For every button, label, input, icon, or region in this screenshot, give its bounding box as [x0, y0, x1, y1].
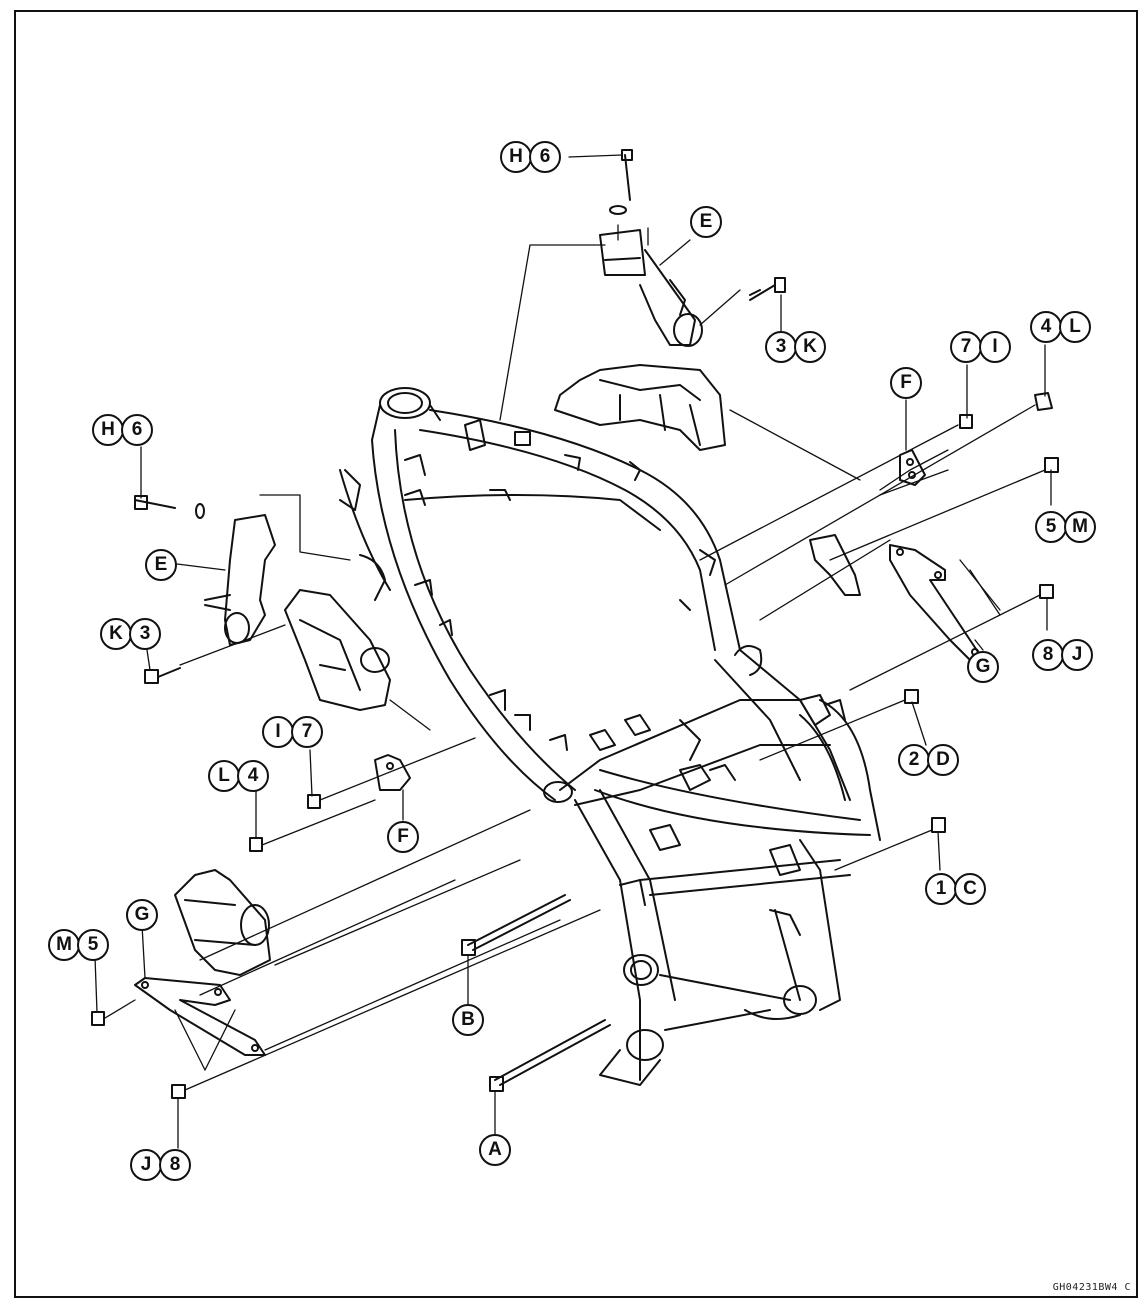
callout-letter: H	[92, 414, 124, 446]
callout-letter: A	[479, 1134, 511, 1166]
callout-letter: B	[452, 1004, 484, 1036]
callout-e-left: E	[145, 548, 177, 582]
callout-number: 7	[291, 716, 323, 748]
main-frame	[339, 387, 881, 1086]
callout-c1: 1 C	[925, 872, 986, 906]
callout-i7-left: I 7	[262, 715, 323, 749]
callout-number: 7	[950, 331, 982, 363]
through-bolts	[461, 894, 611, 1092]
callout-number: 5	[77, 929, 109, 961]
callout-i7-right: 7 I	[950, 330, 1011, 364]
callout-number: 3	[129, 618, 161, 650]
callout-letter: E	[690, 206, 722, 238]
callout-number: 6	[529, 141, 561, 173]
left-brackets	[91, 494, 601, 1099]
diagram-frame	[14, 10, 1138, 1298]
callout-h6-top: H 6	[500, 140, 561, 174]
callout-letter: J	[130, 1149, 162, 1181]
callout-letter: H	[500, 141, 532, 173]
callout-f-right: F	[890, 366, 922, 400]
callout-m5-left: M 5	[48, 928, 109, 962]
callout-b: B	[452, 1003, 484, 1037]
callout-h6-left: H 6	[92, 413, 153, 447]
callout-number: 8	[159, 1149, 191, 1181]
figure-code: GH04231BW4 C	[1052, 1282, 1131, 1293]
right-brackets	[699, 392, 1059, 871]
callout-letter: L	[208, 760, 240, 792]
callout-letter: K	[100, 618, 132, 650]
callout-letter: G	[967, 651, 999, 683]
callout-letter: K	[794, 331, 826, 363]
callout-number: 2	[898, 744, 930, 776]
callout-f-left: F	[387, 820, 419, 854]
callout-letter: E	[145, 549, 177, 581]
callout-e-top: E	[690, 205, 722, 239]
callout-number: 3	[765, 331, 797, 363]
callout-letter: D	[927, 744, 959, 776]
callout-letter: L	[1059, 311, 1091, 343]
callout-number: 4	[237, 760, 269, 792]
callout-letter: F	[387, 821, 419, 853]
callout-j8-right: 8 J	[1032, 638, 1093, 672]
callout-g-left: G	[126, 898, 158, 932]
callout-number: 4	[1030, 311, 1062, 343]
callout-k3-top: 3 K	[765, 330, 826, 364]
callout-l4-left: L 4	[208, 759, 269, 793]
callout-letter: C	[954, 873, 986, 905]
callout-letter: F	[890, 367, 922, 399]
callout-letter: I	[262, 716, 294, 748]
callout-number: 8	[1032, 639, 1064, 671]
callout-letter: J	[1061, 639, 1093, 671]
leader-lines	[94, 154, 1052, 1149]
callout-letter: I	[979, 331, 1011, 363]
callout-k3-left: K 3	[100, 617, 161, 651]
callout-number: 6	[121, 414, 153, 446]
callout-j8-left: J 8	[130, 1148, 191, 1182]
callout-number: 5	[1035, 511, 1067, 543]
callout-a: A	[479, 1133, 511, 1167]
callout-m5-right: 5 M	[1035, 510, 1096, 544]
upper-engine-bracket	[499, 149, 861, 481]
callout-d2: 2 D	[898, 743, 959, 777]
callout-letter: M	[1064, 511, 1096, 543]
callout-number: 1	[925, 873, 957, 905]
callout-g-right: G	[967, 650, 999, 684]
callout-l4-right: 4 L	[1030, 310, 1091, 344]
callout-letter: G	[126, 899, 158, 931]
callout-letter: M	[48, 929, 80, 961]
